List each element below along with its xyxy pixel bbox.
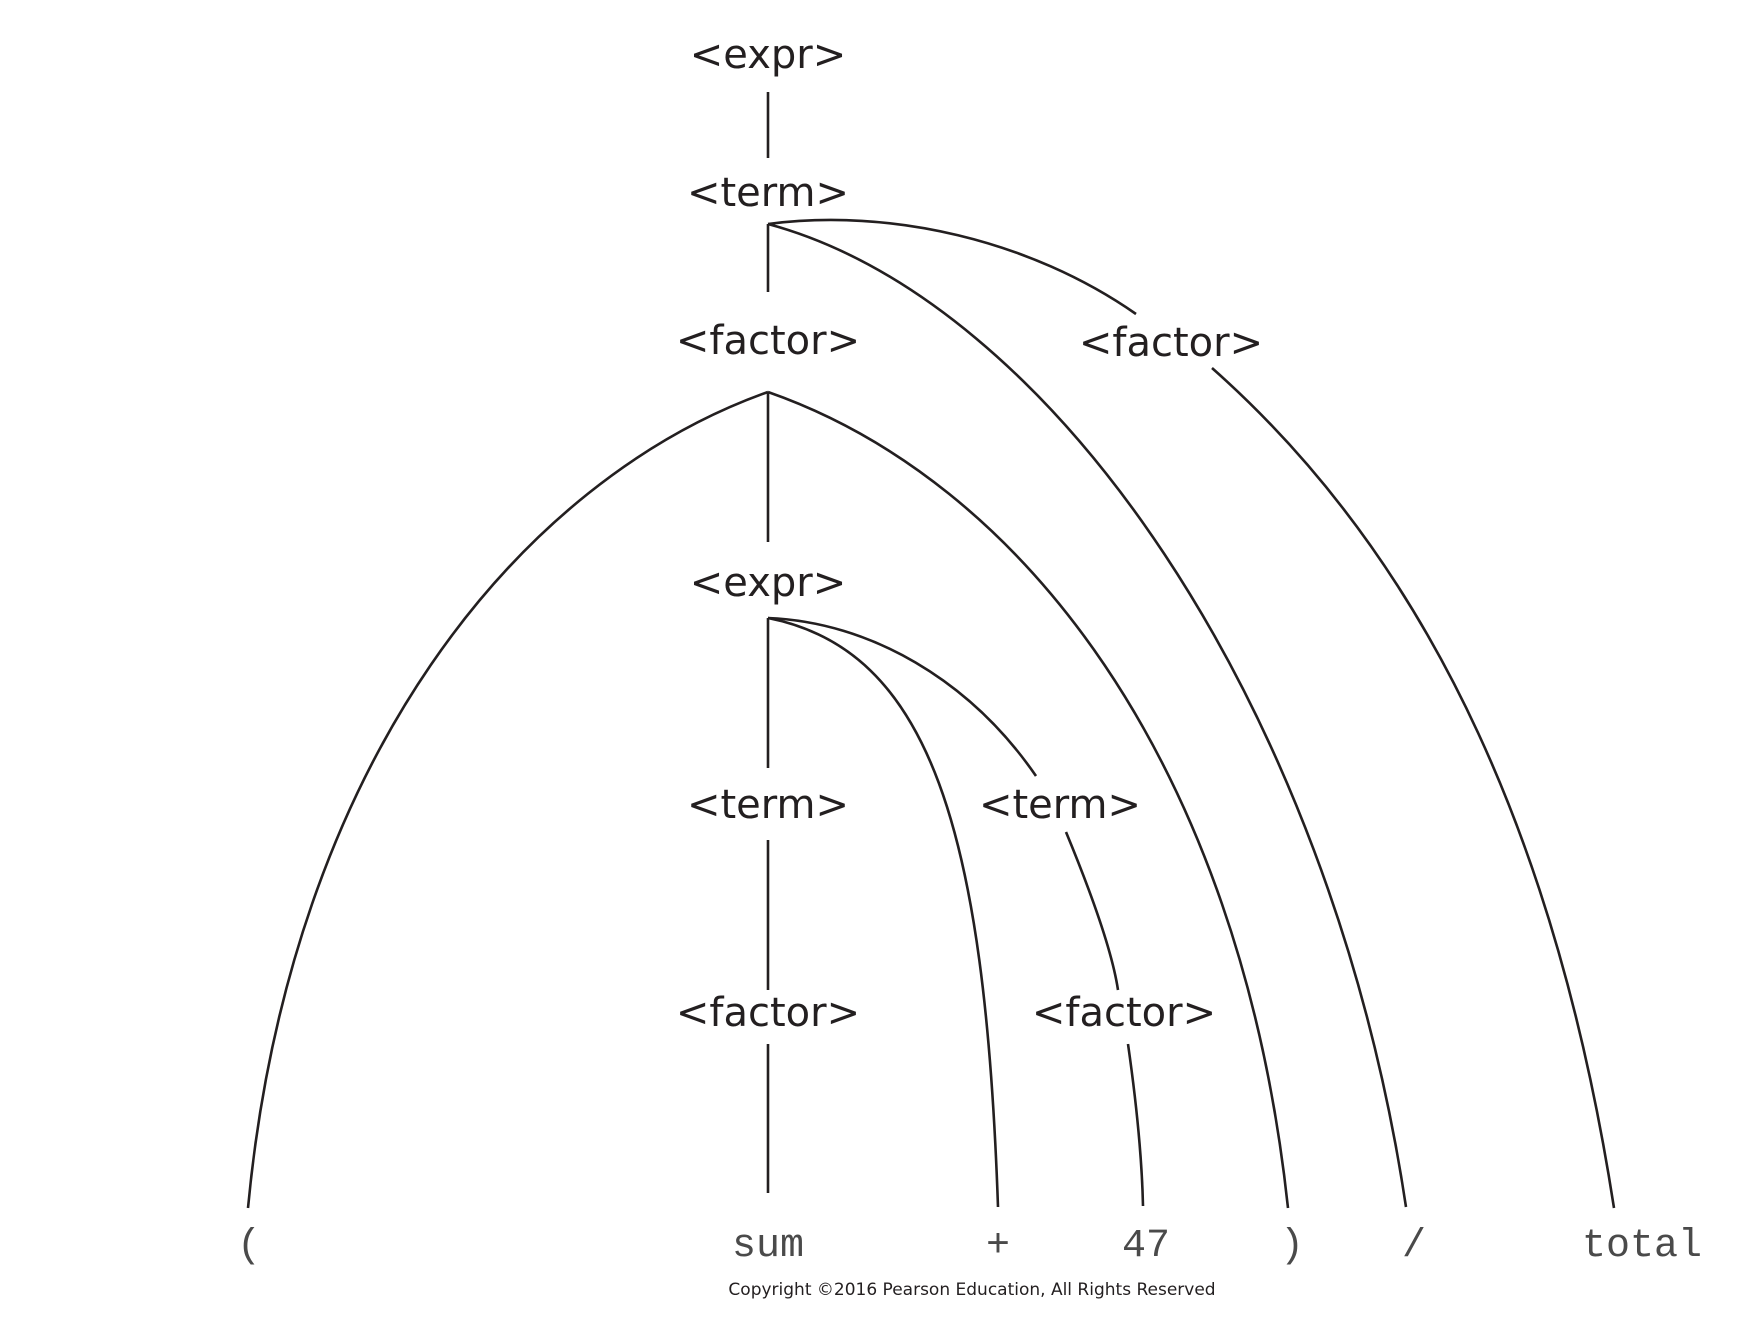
token-plus: +	[986, 1224, 1010, 1269]
edge-right-factor-total	[1211, 367, 1616, 1209]
token-47: 47	[1122, 1224, 1170, 1269]
node-term-root: <term>	[687, 170, 849, 216]
node-expr-root: <expr>	[690, 32, 846, 78]
edge-expr-term-right	[767, 616, 1038, 777]
token-lparen: (	[237, 1224, 261, 1269]
edge-factor-rparen	[767, 390, 1290, 1209]
node-factor-inner-left: <factor>	[676, 990, 860, 1036]
edge-factor-lparen	[246, 390, 769, 1209]
edge-term-factor-right	[1064, 831, 1120, 991]
token-slash: /	[1402, 1224, 1426, 1269]
token-sum: sum	[732, 1224, 804, 1269]
node-expr-inner: <expr>	[690, 560, 846, 606]
node-term-inner-right: <term>	[979, 782, 1141, 828]
node-term-inner-left: <term>	[687, 782, 849, 828]
node-factor-right: <factor>	[1079, 320, 1263, 366]
edge-factor-47	[1126, 1043, 1145, 1207]
edge-expr-plus	[767, 616, 1000, 1208]
token-total: total	[1582, 1224, 1702, 1269]
token-rparen: )	[1280, 1224, 1304, 1269]
copyright-notice: Copyright ©2016 Pearson Education, All R…	[728, 1280, 1215, 1300]
edge-term-slash	[767, 222, 1408, 1208]
node-factor-left: <factor>	[676, 318, 860, 364]
node-factor-inner-right: <factor>	[1032, 990, 1216, 1036]
edge-term-right-factor	[767, 218, 1137, 316]
